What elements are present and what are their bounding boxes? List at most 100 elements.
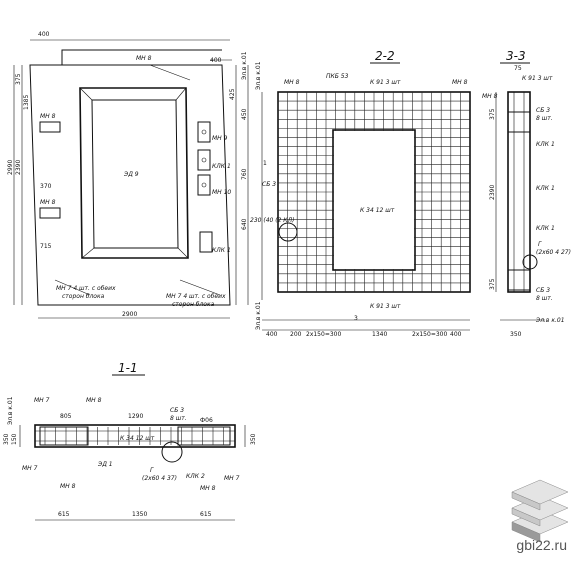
s22-note-top: Эл.в к.01 — [255, 61, 262, 90]
elev-note-left-2: сторон блока — [62, 293, 105, 300]
s22-label-mn8-left: МН 8 — [284, 79, 300, 86]
s11-center-g: Г — [150, 467, 154, 474]
elev-dim-1385: 1385 — [23, 95, 30, 110]
s22-bdim-0: 400 — [266, 331, 278, 338]
s22-bdim-4: 2х150=300 — [412, 331, 447, 338]
s22-label-k91: К 91 3 шт — [370, 79, 401, 86]
s22-cut-mark: 3 — [354, 315, 358, 322]
section-3-3-title: 3-3 — [506, 49, 526, 63]
s11-bdim-1: 1350 — [132, 511, 147, 518]
elev-dim-2390: 2390 — [15, 160, 22, 175]
s11-center-ed1: ЭД 1 — [97, 461, 113, 468]
elev-rlabel-klk1: КЛК 1 — [212, 163, 231, 170]
s11-left-mn8: МН 8 — [60, 483, 76, 490]
section-3-3-outline — [507, 91, 531, 293]
s22-mark-1: 1 — [263, 160, 267, 167]
elev-rdim-450: 450 — [241, 108, 248, 120]
site-watermark: gbi22.ru — [500, 470, 575, 575]
elev-rlabel-mn10: МН 10 — [212, 189, 231, 196]
section-1-1-title: 1-1 — [118, 361, 138, 375]
rebar-ticks-1-1 — [44, 427, 224, 445]
elev-top-dim-left: 400 — [38, 31, 50, 38]
s22-bdim-2: 2х150=300 — [306, 331, 341, 338]
s22-label-pkb: ПКБ 53 — [326, 73, 349, 80]
elev-note-left-1: МН 7 4 шт. с обеих — [56, 285, 116, 292]
s11-center-mn8: МН 8 — [200, 485, 216, 492]
s33-label-8sht: 8 шт. — [536, 115, 553, 122]
s11-center-k34: К 34 12 шт — [120, 435, 155, 442]
elev-center-label: ЭД 9 — [123, 171, 139, 178]
s22-center-label: К 34 12 шт — [360, 207, 395, 214]
elev-mn8-top: МН 8 — [136, 55, 152, 62]
watermark-text: gbi22.ru — [516, 537, 567, 553]
s11-label-8sht: 8 шт. — [170, 415, 187, 422]
s33-dim-375b: 375 — [489, 278, 496, 290]
s33-label-klk1c: КЛК 1 — [536, 225, 555, 232]
s33-label-sb3: СБ 3 — [536, 107, 550, 114]
elev-rdim-640: 640 — [241, 218, 248, 230]
elev-rlabel-mn9: МН 9 — [212, 135, 228, 142]
s33-label-elv: Эл.в к.01 — [535, 317, 565, 324]
rebar-grid-2-2 — [278, 92, 470, 292]
s11-center-klk2: КЛК 2 — [186, 473, 205, 480]
elev-dim-375: 375 — [15, 73, 22, 85]
section-2-2: 2-2 МН 8 ПКБ 53 К 91 3 шт МН 8 К 34 12 ш… — [250, 49, 471, 338]
elev-left-label-2: МН 8 — [40, 199, 56, 206]
s33-dim-375a: 375 — [489, 108, 496, 120]
s33-label-sb3b: СБ 3 — [536, 287, 550, 294]
s11-left-mn7: МН 7 — [22, 465, 38, 472]
s22-label-mn8-right: МН 8 — [452, 79, 468, 86]
s33-top-label: К 91 3 шт — [522, 75, 553, 82]
s22-bottom-label: К 91 3 шт — [370, 303, 401, 310]
opening-fill — [334, 131, 414, 269]
s22-bdim-3: 1340 — [372, 331, 387, 338]
s33-dim-top-a: 75 — [514, 65, 522, 72]
detail-circle-1-1 — [161, 441, 183, 463]
elev-rdim-425: 425 — [229, 88, 236, 100]
s11-label-mn8: МН 8 — [86, 397, 102, 404]
elevation-view: 400 400 МН 8 ЭД 9 МН 8 МН 8 370 715 2990… — [7, 31, 249, 319]
s11-dim-805: 805 — [60, 413, 72, 420]
elev-note-right-1: МН 7 4 шт. с обеих — [166, 293, 226, 300]
elev-dim-2990: 2990 — [7, 160, 14, 175]
s33-label-klk1a: КЛК 1 — [536, 141, 555, 148]
s11-left-note: Эл.в к.01 — [7, 396, 14, 425]
section-3-3: 3-3 К 91 3 шт МН 8 СБ 3 8 шт. КЛК 1 КЛК … — [482, 49, 571, 338]
s33-label-det: (2х60 4 27) — [536, 249, 571, 256]
s11-dim-1290: 1290 — [128, 413, 143, 420]
elev-note-right-2: сторон блока — [172, 301, 215, 308]
s11-center-det: (2х60 4 37) — [142, 475, 177, 482]
stacked-blocks-logo — [511, 479, 569, 543]
s11-label-sb3: СБ 3 — [170, 407, 184, 414]
s33-dim-2390: 2390 — [489, 185, 496, 200]
block-top-edge — [61, 49, 222, 65]
s33-label-klk1b: КЛК 1 — [536, 185, 555, 192]
s11-bdim-0: 615 — [58, 511, 70, 518]
s22-bdim-8: 400 — [450, 331, 462, 338]
s11-left-dim-150: 150 — [11, 433, 18, 445]
elev-left-label-1: МН 8 — [40, 113, 56, 120]
s11-label-mn7: МН 7 — [34, 397, 50, 404]
elev-rlabel-0: Эл.в к.01 — [241, 51, 248, 80]
section-1-1-outline — [34, 424, 236, 448]
s22-note-bottom: Эл.в к.01 — [255, 301, 262, 330]
s22-mark-detail: 230 (40 (2 КЛ) — [250, 217, 294, 224]
section-1-1: 1-1 СБ 3 8 шт. МН 8 МН 7 805 1290 Ф06 К … — [3, 361, 257, 521]
s11-center-mn7: МН 7 — [224, 475, 240, 482]
s22-mark-sb3: СБ 3 — [262, 181, 276, 188]
detail-circle-2-2 — [278, 222, 298, 242]
elev-rdim-760: 760 — [241, 168, 248, 180]
s22-bdim-1: 200 — [290, 331, 302, 338]
s11-dim-f06: Ф06 — [200, 417, 213, 424]
elev-rlabel-klk1b: КЛК 1 — [212, 247, 231, 254]
s11-right-dim: 350 — [250, 433, 257, 445]
s11-bdim-2: 615 — [200, 511, 212, 518]
s33-label-g: Г — [538, 241, 542, 248]
s33-label-8shtb: 8 шт. — [536, 295, 553, 302]
s11-left-dim-350: 350 — [3, 433, 10, 445]
elev-left-dim-370: 370 — [40, 183, 52, 190]
section-2-2-title: 2-2 — [375, 49, 395, 63]
s33-label-mn8: МН 8 — [482, 93, 498, 100]
